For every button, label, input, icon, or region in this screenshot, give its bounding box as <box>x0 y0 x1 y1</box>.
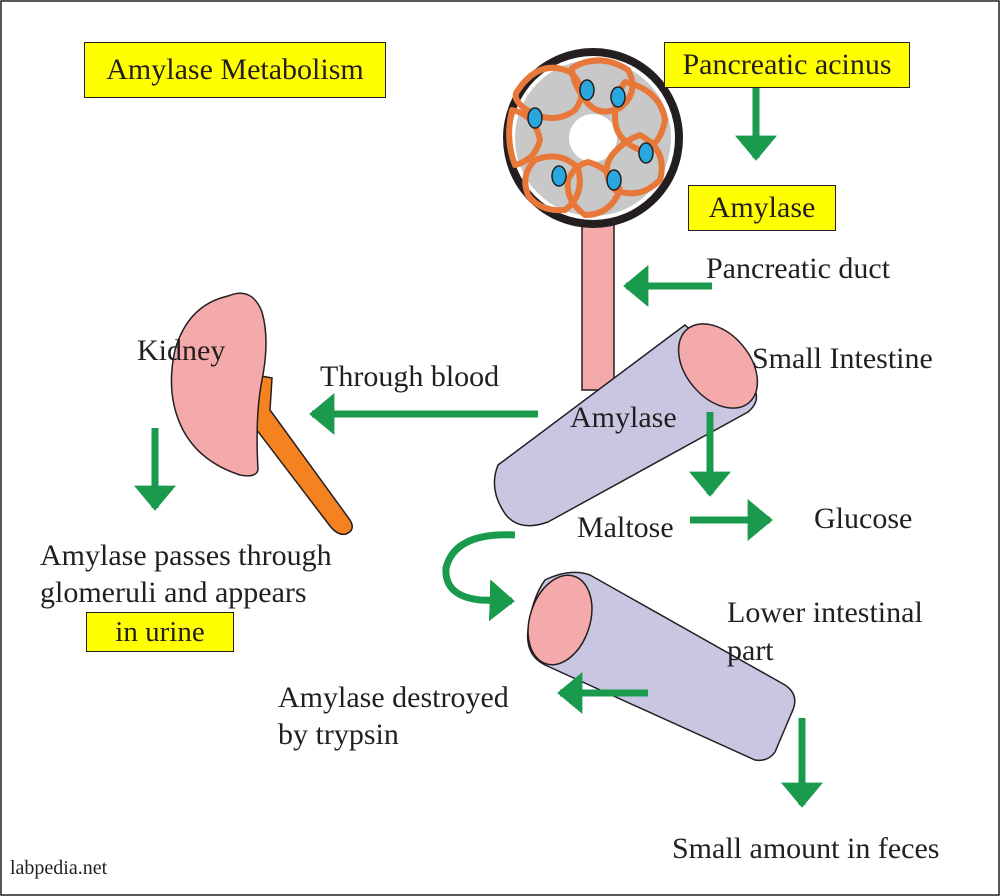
glucose-label: Glucose <box>814 502 913 535</box>
amylase-intestine-label: Amylase <box>570 401 677 434</box>
small-intestine-label: Small Intestine <box>752 342 933 375</box>
kidney-icon <box>170 292 353 536</box>
amylase-box-label: Amylase <box>708 191 816 224</box>
small-intestine-icon <box>493 323 759 527</box>
in-urine-box: in urine <box>86 612 234 652</box>
watermark-label: labpedia.net <box>10 857 108 879</box>
through-blood-label: Through blood <box>320 360 500 393</box>
title-text: Amylase Metabolism <box>106 53 364 86</box>
title-box: Amylase Metabolism <box>84 42 386 98</box>
pancreatic-acinus-icon <box>503 48 683 228</box>
destroyed-line1-label: Amylase destroyed <box>278 681 509 714</box>
destroyed-line2-label: by trypsin <box>278 718 399 751</box>
arrow-to-lower-intestine <box>442 531 516 622</box>
kidney-label: Kidney <box>137 334 226 367</box>
pancreatic-duct-label: Pancreatic duct <box>706 252 891 285</box>
maltose-label: Maltose <box>577 511 674 544</box>
lower-intestine-line2-label: part <box>727 634 774 667</box>
urine-line2-label: glomeruli and appears <box>40 576 307 609</box>
lower-intestine-line1-label: Lower intestinal <box>727 596 923 629</box>
urine-line3-label: in urine <box>115 615 205 648</box>
amylase-box: Amylase <box>688 185 836 231</box>
pancreatic-acinus-box: Pancreatic acinus <box>664 42 910 88</box>
lower-intestine-icon <box>526 571 796 762</box>
feces-label: Small amount in feces <box>672 832 940 865</box>
pancreatic-duct-shape <box>581 209 615 391</box>
pancreatic-acinus-label: Pancreatic acinus <box>682 48 892 81</box>
urine-line1-label: Amylase passes through <box>40 539 332 572</box>
